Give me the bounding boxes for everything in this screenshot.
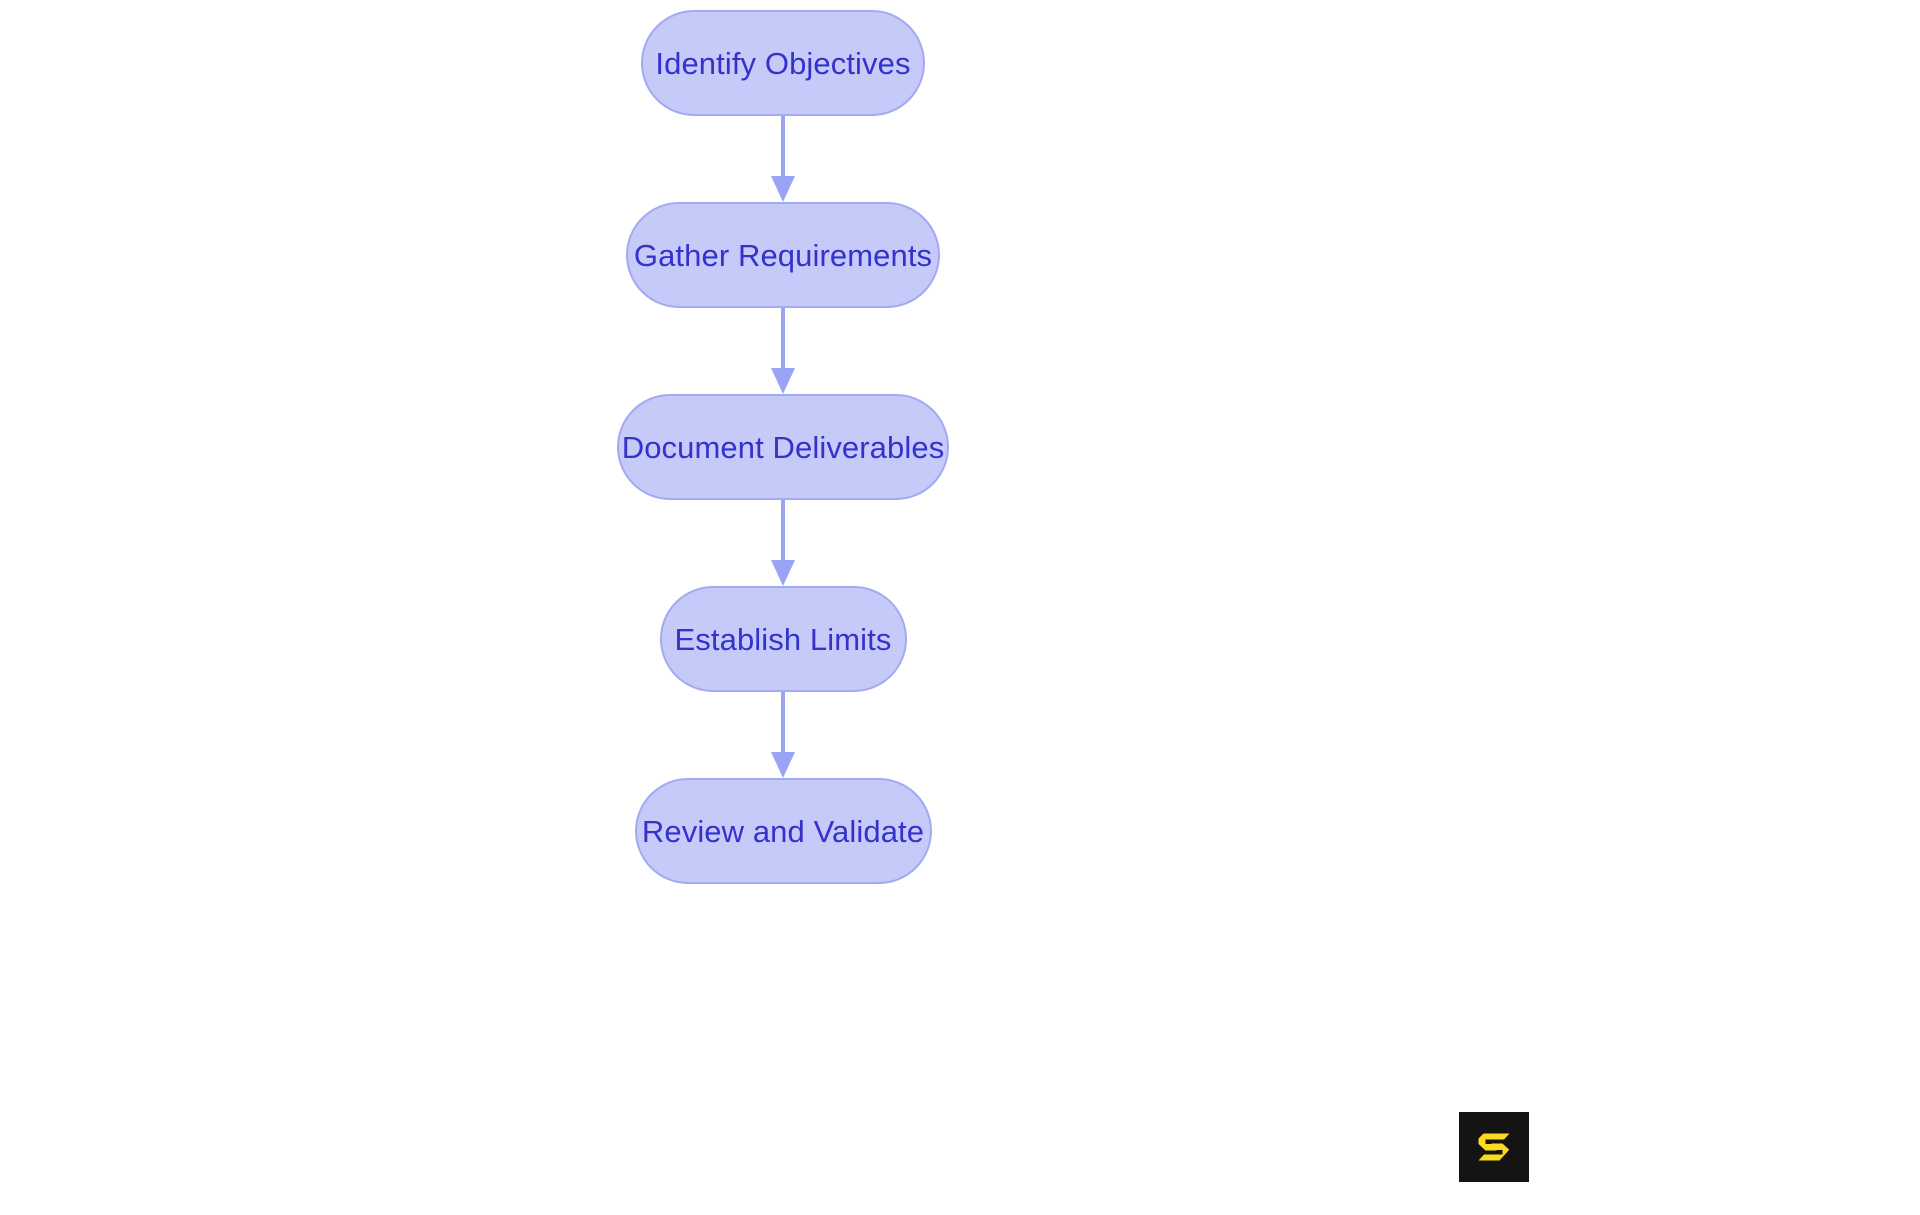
watermark-logo-badge	[1459, 1112, 1529, 1182]
arrowhead-icon	[771, 752, 795, 778]
flow-node-gather-requirements[interactable]: Gather Requirements	[626, 202, 940, 308]
flow-node-label: Establish Limits	[674, 621, 892, 657]
flow-node-label: Gather Requirements	[633, 237, 933, 273]
arrowhead-icon	[771, 560, 795, 586]
arrowhead-icon	[771, 368, 795, 394]
flow-connector-edge-1	[771, 116, 795, 202]
flow-node-label: Identify Objectives	[655, 45, 911, 81]
flow-connector-edge-3	[771, 500, 795, 586]
stylized-s-logo-icon	[1478, 1133, 1510, 1161]
flowchart-node-column: Identify Objectives Gather Requirements …	[0, 10, 1566, 884]
flow-node-identify-objectives[interactable]: Identify Objectives	[641, 10, 925, 116]
flow-node-label: Document Deliverables	[621, 429, 945, 465]
flow-node-review-and-validate[interactable]: Review and Validate	[634, 778, 932, 884]
flow-node-document-deliverables[interactable]: Document Deliverables	[617, 394, 949, 500]
flow-connector-edge-2	[771, 308, 795, 394]
flow-node-establish-limits[interactable]: Establish Limits	[659, 586, 907, 692]
arrowhead-icon	[771, 176, 795, 202]
flow-connector-edge-4	[771, 692, 795, 778]
flow-node-label: Review and Validate	[641, 813, 925, 849]
